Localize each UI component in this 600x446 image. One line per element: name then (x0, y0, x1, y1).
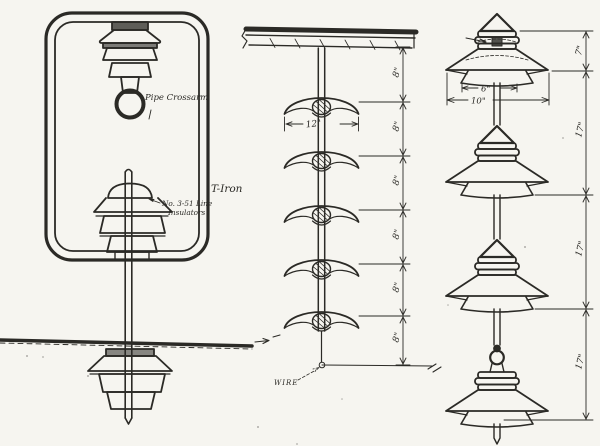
wire-line (321, 364, 433, 367)
pin-insulator-bracket-view: Pipe Crossarm T-Iron No. 3-51 Line Insul… (0, 11, 281, 425)
wire-label: WIRE (274, 379, 298, 387)
pipe-crossarm-leader (148, 109, 152, 120)
unit-spacing-dim-label: 17" (574, 353, 588, 371)
cap-height-dim-label: 7" (574, 45, 586, 57)
suspension-disc (283, 151, 360, 172)
line-insulators-label-1: No. 3-51 Line (161, 199, 212, 208)
suspension-disc (283, 97, 360, 118)
spacing-dim-label: 8" (391, 331, 404, 343)
string-rod (317, 47, 326, 363)
inner-skirt-dimension (461, 83, 518, 93)
unit-spacing-dim-label: 17" (574, 240, 588, 258)
insulator-label-leader (148, 198, 161, 204)
suspension-disc (283, 205, 360, 226)
lower-pin-insulator (93, 182, 173, 261)
suspension-disc (283, 259, 360, 280)
outer-skirt-dimension (446, 72, 550, 106)
suspension-disc (283, 311, 360, 332)
t-iron-label: T-Iron (211, 183, 243, 195)
extension-lines (358, 101, 407, 317)
paper-specks (26, 137, 564, 445)
top-pin-insulator (98, 21, 162, 94)
unit-spacing-dimension-line (578, 30, 594, 421)
inner-skirt-dim-label: 6" (481, 85, 490, 95)
outer-skirt-dim-label: 10" (471, 97, 486, 107)
pipe-crossarm-ring (114, 88, 146, 120)
spacing-dim-label: 8" (391, 228, 404, 240)
pin-rod (124, 168, 133, 425)
bell-insulator-unit (446, 126, 548, 198)
spacing-dim-label: 8" (391, 66, 404, 78)
disc-width-dim-label: 12" (305, 119, 322, 131)
wire-attachment: WIRE (274, 361, 442, 387)
unit-spacing-dim-label: 17" (574, 121, 588, 139)
spacing-dim-label: 8" (391, 281, 404, 293)
suspension-string-front-view: 12" 8" 8" 8" 8" 8" 8" WIRE (241, 26, 442, 387)
roof-wire-line (0, 334, 281, 350)
string-links (489, 82, 505, 445)
pipe-crossarm-label: Pipe Crossarm (144, 93, 208, 103)
reference-lines (503, 30, 587, 421)
support-beam (241, 26, 419, 51)
bell-insulator-unit (446, 14, 548, 86)
break-marks (427, 363, 442, 373)
suspension-string-profile-view: 6" 10" 7" 17" 17" 17" (445, 14, 594, 445)
bell-insulator-unit (445, 371, 549, 428)
top-unit-hidden-detail (465, 36, 529, 61)
line-insulators-label-2: Insulators (167, 208, 206, 217)
wire-label-leader (297, 367, 320, 381)
spacing-dimension-line (395, 46, 411, 366)
eye-link (489, 349, 505, 366)
bell-insulator-unit (446, 240, 548, 312)
under-line-insulator (87, 348, 173, 410)
bracket-frame (44, 11, 210, 262)
disc-width-dimension (284, 116, 359, 132)
spacing-dim-label: 8" (391, 174, 404, 186)
bottom-pin (493, 423, 501, 445)
line-end-arrow (254, 334, 281, 345)
spacing-dim-label: 8" (391, 120, 404, 132)
